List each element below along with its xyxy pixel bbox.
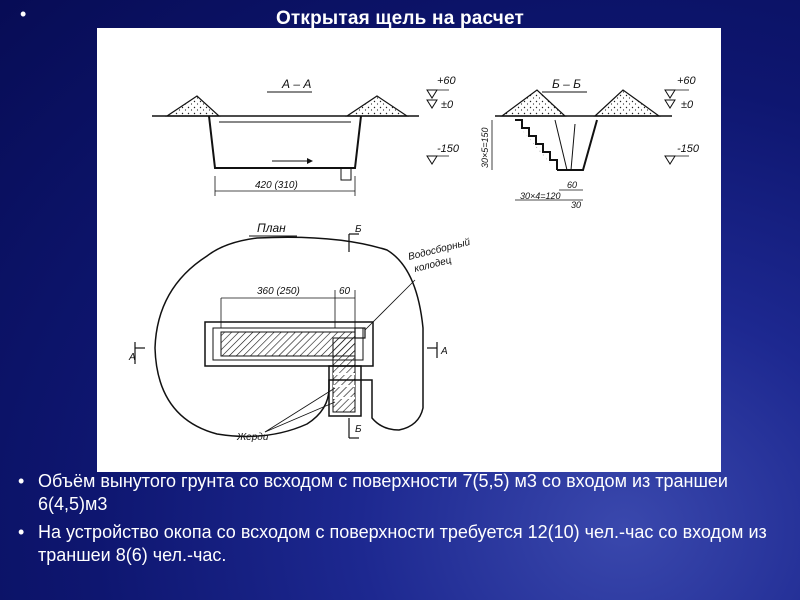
aa-level-bottom: -150 bbox=[437, 143, 460, 155]
bullet-item-labor: • На устройство окопа со всходом с повер… bbox=[10, 521, 790, 567]
parapet-right bbox=[345, 95, 409, 117]
bullet-dot: • bbox=[18, 522, 25, 542]
bb-level-top: +60 bbox=[677, 75, 697, 87]
plan-view: План 360 (250) 60 Б Б А bbox=[128, 221, 472, 443]
technical-drawing: А – А 420 (310) +60 ±0 -150 Б – Б bbox=[97, 28, 721, 472]
bb-dim-60: 60 bbox=[567, 180, 577, 190]
bullet-item-soil-volume: • Объём вынутого грунта со всходом с пов… bbox=[10, 470, 790, 516]
bb-dim-30: 30 bbox=[571, 200, 581, 210]
plan-cut-a-right: А bbox=[440, 346, 448, 357]
aa-level-zero: ±0 bbox=[441, 99, 454, 111]
title-row: • Открытая щель на расчет bbox=[0, 4, 800, 30]
plan-cut-b-top: Б bbox=[355, 224, 362, 235]
plan-dim-60: 60 bbox=[339, 286, 351, 297]
bb-level-zero: ±0 bbox=[681, 99, 694, 111]
slide-title: Открытая щель на расчет bbox=[275, 8, 525, 29]
bb-parapet-left bbox=[500, 89, 567, 117]
bullet-text: На устройство окопа со всходом с поверхн… bbox=[38, 522, 767, 565]
plan-cut-a-left: А bbox=[128, 352, 136, 363]
bb-parapet-right bbox=[593, 89, 661, 117]
plan-label: План bbox=[257, 221, 286, 235]
plan-length-dim: 360 (250) bbox=[257, 286, 300, 297]
aa-width-dim: 420 (310) bbox=[255, 180, 298, 191]
plan-outer-contour bbox=[154, 236, 424, 438]
bb-level-bottom: -150 bbox=[677, 143, 700, 155]
bullet-list: • Объём вынутого грунта со всходом с пов… bbox=[10, 470, 790, 572]
section-bb-label: Б – Б bbox=[552, 77, 581, 91]
bb-height-dim: 30×5=150 bbox=[480, 127, 490, 168]
parapet-left bbox=[165, 95, 221, 117]
bullet-dot: • bbox=[18, 471, 25, 491]
title-bullet: • bbox=[20, 4, 27, 24]
bb-steps-dim: 30×4=120 bbox=[520, 191, 561, 201]
poles-label: Жерди bbox=[236, 432, 269, 443]
aa-level-top: +60 bbox=[437, 75, 457, 87]
water-well bbox=[354, 327, 366, 339]
steps bbox=[515, 119, 558, 170]
plan-cut-b-bottom: Б bbox=[355, 424, 362, 435]
section-bb: Б – Б 30×5=150 30×4=120 60 30 +60 ±0 -15… bbox=[480, 75, 700, 210]
section-aa-label: А – А bbox=[281, 77, 311, 91]
bullet-text: Объём вынутого грунта со всходом с повер… bbox=[38, 471, 728, 514]
section-aa: А – А 420 (310) +60 ±0 -150 bbox=[152, 75, 460, 196]
